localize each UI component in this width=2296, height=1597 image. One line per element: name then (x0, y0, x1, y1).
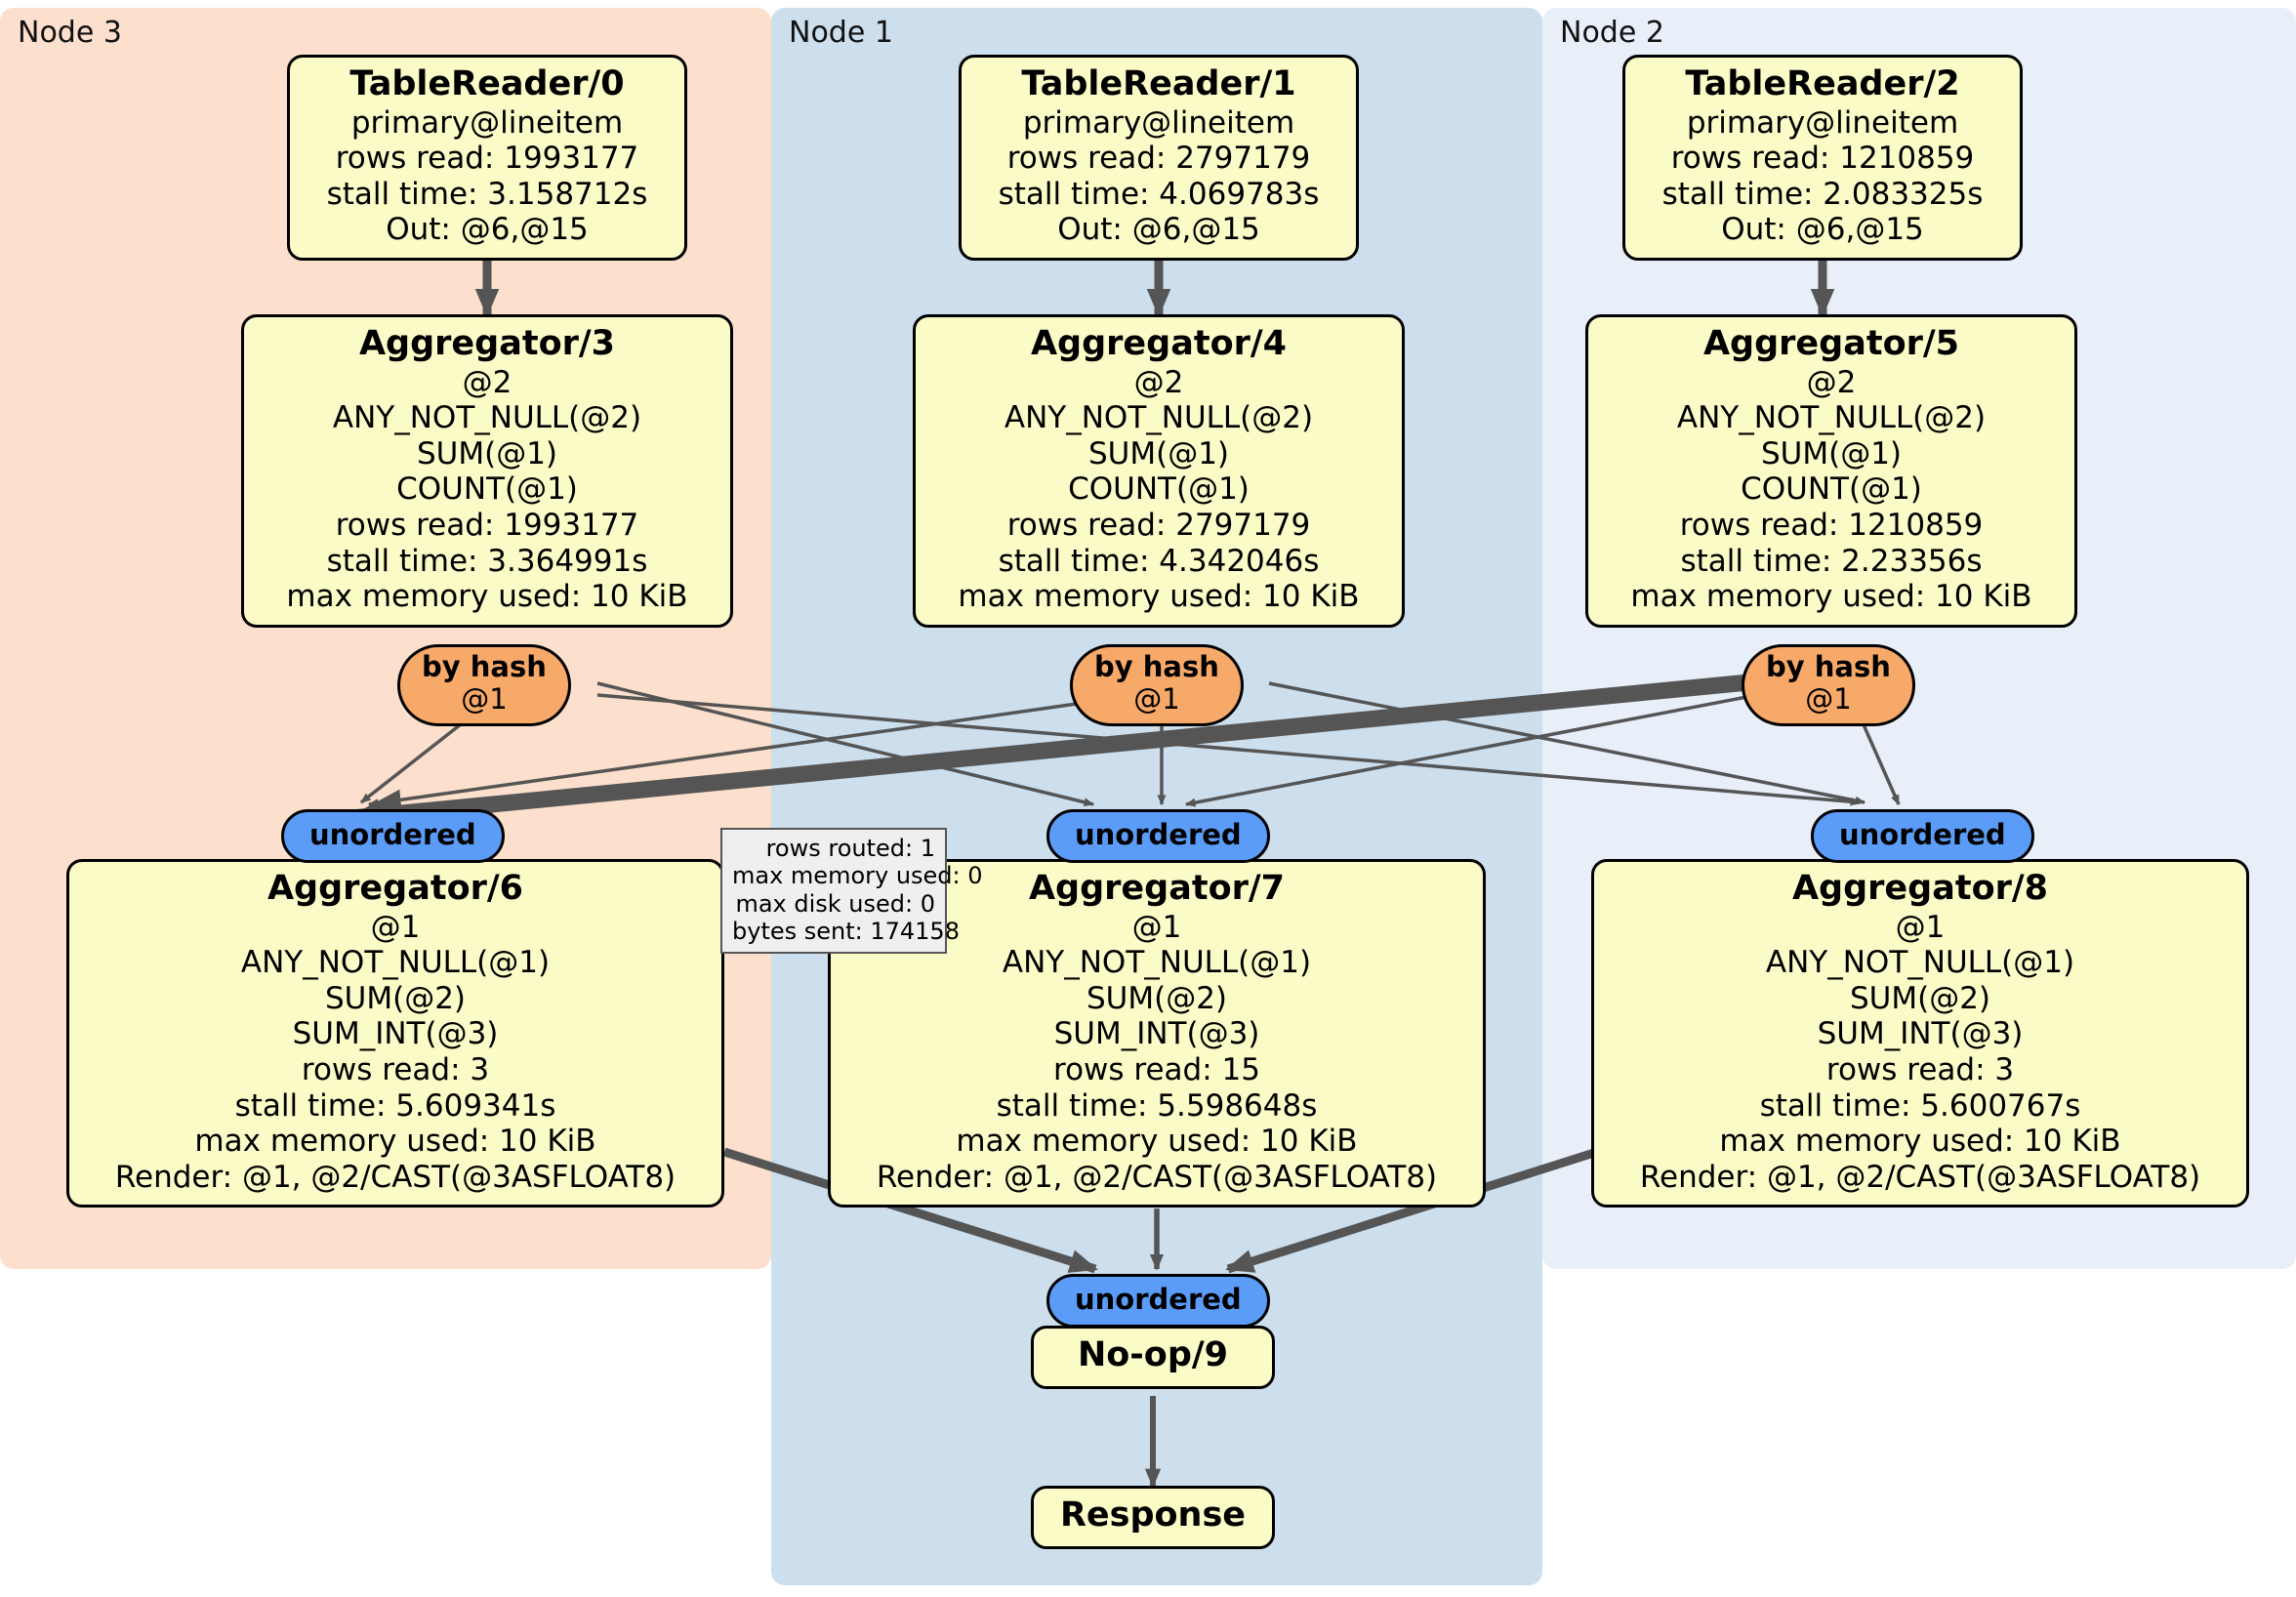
node-detail-line: @1 (1895, 909, 1946, 945)
node-detail-line: ANY_NOT_NULL(@2) (1004, 400, 1314, 436)
synchronizer-unordered-8[interactable]: unordered (1811, 809, 2034, 863)
node-detail-line: rows read: 1210859 (1679, 508, 1984, 543)
node-tablereader-2[interactable]: TableReader/2 primary@lineitem rows read… (1622, 55, 2023, 261)
node-detail-line: @2 (1133, 364, 1184, 400)
node-title: Aggregator/5 (1702, 324, 1960, 363)
router-label: by hash (1094, 650, 1219, 683)
router-column: @1 (1133, 682, 1180, 717)
node-detail-line: stall time: 5.609341s (234, 1087, 556, 1124)
tooltip-line: bytes sent: 174158 (732, 917, 960, 945)
node-detail-line: stall time: 3.364991s (326, 543, 648, 579)
node-detail-line: Out: @6,@15 (386, 212, 589, 248)
node-detail-line: primary@lineitem (350, 104, 624, 141)
router-column: @1 (1805, 682, 1852, 717)
node-detail-line: stall time: 2.083325s (1661, 176, 1984, 212)
node-detail-line: primary@lineitem (1686, 104, 1959, 141)
router-label: by hash (422, 650, 547, 683)
node-detail-line: Out: @6,@15 (1057, 212, 1260, 248)
node-detail-line: rows read: 3 (1825, 1052, 2015, 1087)
node-detail-line: rows read: 2797179 (1006, 141, 1311, 177)
node-detail-line: SUM_INT(@3) (292, 1016, 499, 1052)
tooltip-line: max disk used: 0 (735, 889, 935, 918)
node-response[interactable]: Response (1031, 1486, 1275, 1549)
node-detail-line: stall time: 4.342046s (998, 543, 1320, 579)
node-aggregator-8[interactable]: Aggregator/8 @1 ANY_NOT_NULL(@1) SUM(@2)… (1591, 859, 2249, 1208)
node-title: Aggregator/6 (266, 869, 524, 908)
node-detail-line: ANY_NOT_NULL(@1) (1002, 945, 1312, 981)
node-title: Aggregator/3 (358, 324, 616, 363)
node-detail-line: max memory used: 10 KiB (1630, 579, 2032, 615)
node-detail-line: ANY_NOT_NULL(@1) (1765, 945, 2075, 981)
node-aggregator-6[interactable]: Aggregator/6 @1 ANY_NOT_NULL(@1) SUM(@2)… (66, 859, 724, 1208)
node-detail-line: rows read: 1993177 (335, 508, 639, 543)
synchronizer-unordered-6[interactable]: unordered (281, 809, 505, 863)
node-detail-line: SUM_INT(@3) (1817, 1016, 2024, 1052)
node-detail-line: ANY_NOT_NULL(@1) (240, 945, 551, 981)
node-detail-line: rows read: 1993177 (335, 141, 639, 177)
router-by-hash-3[interactable]: by hash @1 (397, 644, 571, 727)
node-title: No-op/9 (1077, 1335, 1229, 1374)
node-title: Response (1059, 1495, 1247, 1535)
node-detail-line: stall time: 4.069783s (998, 176, 1320, 212)
node-tablereader-1[interactable]: TableReader/1 primary@lineitem rows read… (959, 55, 1359, 261)
node-detail-line: rows read: 15 (1053, 1052, 1260, 1087)
node-detail-line: SUM(@2) (1086, 980, 1228, 1016)
router-column: @1 (461, 682, 508, 717)
node-aggregator-3[interactable]: Aggregator/3 @2 ANY_NOT_NULL(@2) SUM(@1)… (241, 314, 733, 628)
synchronizer-unordered-7[interactable]: unordered (1046, 809, 1270, 863)
node-detail-line: ANY_NOT_NULL(@2) (1676, 400, 1987, 436)
node-detail-line: Render: @1, @2/CAST(@3ASFLOAT8) (876, 1159, 1438, 1195)
node-detail-line: SUM(@2) (1849, 980, 1991, 1016)
node-detail-line: SUM(@1) (1760, 435, 1903, 471)
node-detail-line: SUM(@2) (324, 980, 467, 1016)
panel-node1-label: Node 1 (789, 16, 893, 50)
node-tablereader-0[interactable]: TableReader/0 primary@lineitem rows read… (287, 55, 687, 261)
node-detail-line: @1 (1131, 909, 1182, 945)
node-title: TableReader/1 (1021, 64, 1296, 103)
node-title: Aggregator/8 (1791, 869, 2049, 908)
node-detail-line: stall time: 3.158712s (326, 176, 648, 212)
node-detail-line: Render: @1, @2/CAST(@3ASFLOAT8) (1639, 1159, 2201, 1195)
panel-node2-label: Node 2 (1560, 16, 1664, 50)
node-detail-line: SUM(@1) (1087, 435, 1230, 471)
node-detail-line: @1 (370, 909, 421, 945)
node-detail-line: max memory used: 10 KiB (194, 1124, 596, 1160)
node-detail-line: COUNT(@1) (1068, 471, 1250, 508)
synchronizer-unordered-final[interactable]: unordered (1046, 1274, 1270, 1328)
node-no-op-9[interactable]: No-op/9 (1031, 1326, 1275, 1389)
node-title: Aggregator/4 (1030, 324, 1288, 363)
node-detail-line: Out: @6,@15 (1721, 212, 1924, 248)
node-detail-line: Render: @1, @2/CAST(@3ASFLOAT8) (114, 1159, 676, 1195)
router-by-hash-5[interactable]: by hash @1 (1742, 644, 1915, 727)
node-title: Aggregator/7 (1028, 869, 1286, 908)
tooltip-line: rows routed: 1 (765, 835, 935, 862)
router-label: by hash (1766, 650, 1891, 683)
node-title: TableReader/0 (349, 64, 625, 103)
router-stats-tooltip: rows routed: 1 max memory used: 0 max di… (720, 828, 983, 955)
node-aggregator-4[interactable]: Aggregator/4 @2 ANY_NOT_NULL(@2) SUM(@1)… (913, 314, 1405, 628)
node-detail-line: ANY_NOT_NULL(@2) (332, 400, 642, 436)
node-detail-line: primary@lineitem (1022, 104, 1295, 141)
node-detail-line: stall time: 5.598648s (996, 1087, 1318, 1124)
node-detail-line: rows read: 3 (301, 1052, 490, 1087)
node-detail-line: max memory used: 10 KiB (956, 1124, 1358, 1160)
node-aggregator-5[interactable]: Aggregator/5 @2 ANY_NOT_NULL(@2) SUM(@1)… (1585, 314, 2077, 628)
node-detail-line: max memory used: 10 KiB (286, 579, 688, 615)
node-detail-line: stall time: 2.23356s (1680, 543, 1983, 579)
node-detail-line: COUNT(@1) (396, 471, 578, 508)
node-detail-line: max memory used: 10 KiB (1719, 1124, 2121, 1160)
node-detail-line: rows read: 2797179 (1006, 508, 1311, 543)
node-detail-line: @2 (462, 364, 512, 400)
panel-node3-label: Node 3 (18, 16, 122, 50)
node-detail-line: @2 (1806, 364, 1857, 400)
node-detail-line: SUM_INT(@3) (1053, 1016, 1260, 1052)
node-detail-line: SUM(@1) (416, 435, 558, 471)
router-by-hash-4[interactable]: by hash @1 (1070, 644, 1244, 727)
node-title: TableReader/2 (1685, 64, 1960, 103)
node-detail-line: rows read: 1210859 (1670, 141, 1975, 177)
node-detail-line: COUNT(@1) (1741, 471, 1922, 508)
node-detail-line: stall time: 5.600767s (1759, 1087, 2081, 1124)
tooltip-line: max memory used: 0 (732, 862, 983, 890)
node-detail-line: max memory used: 10 KiB (958, 579, 1360, 615)
